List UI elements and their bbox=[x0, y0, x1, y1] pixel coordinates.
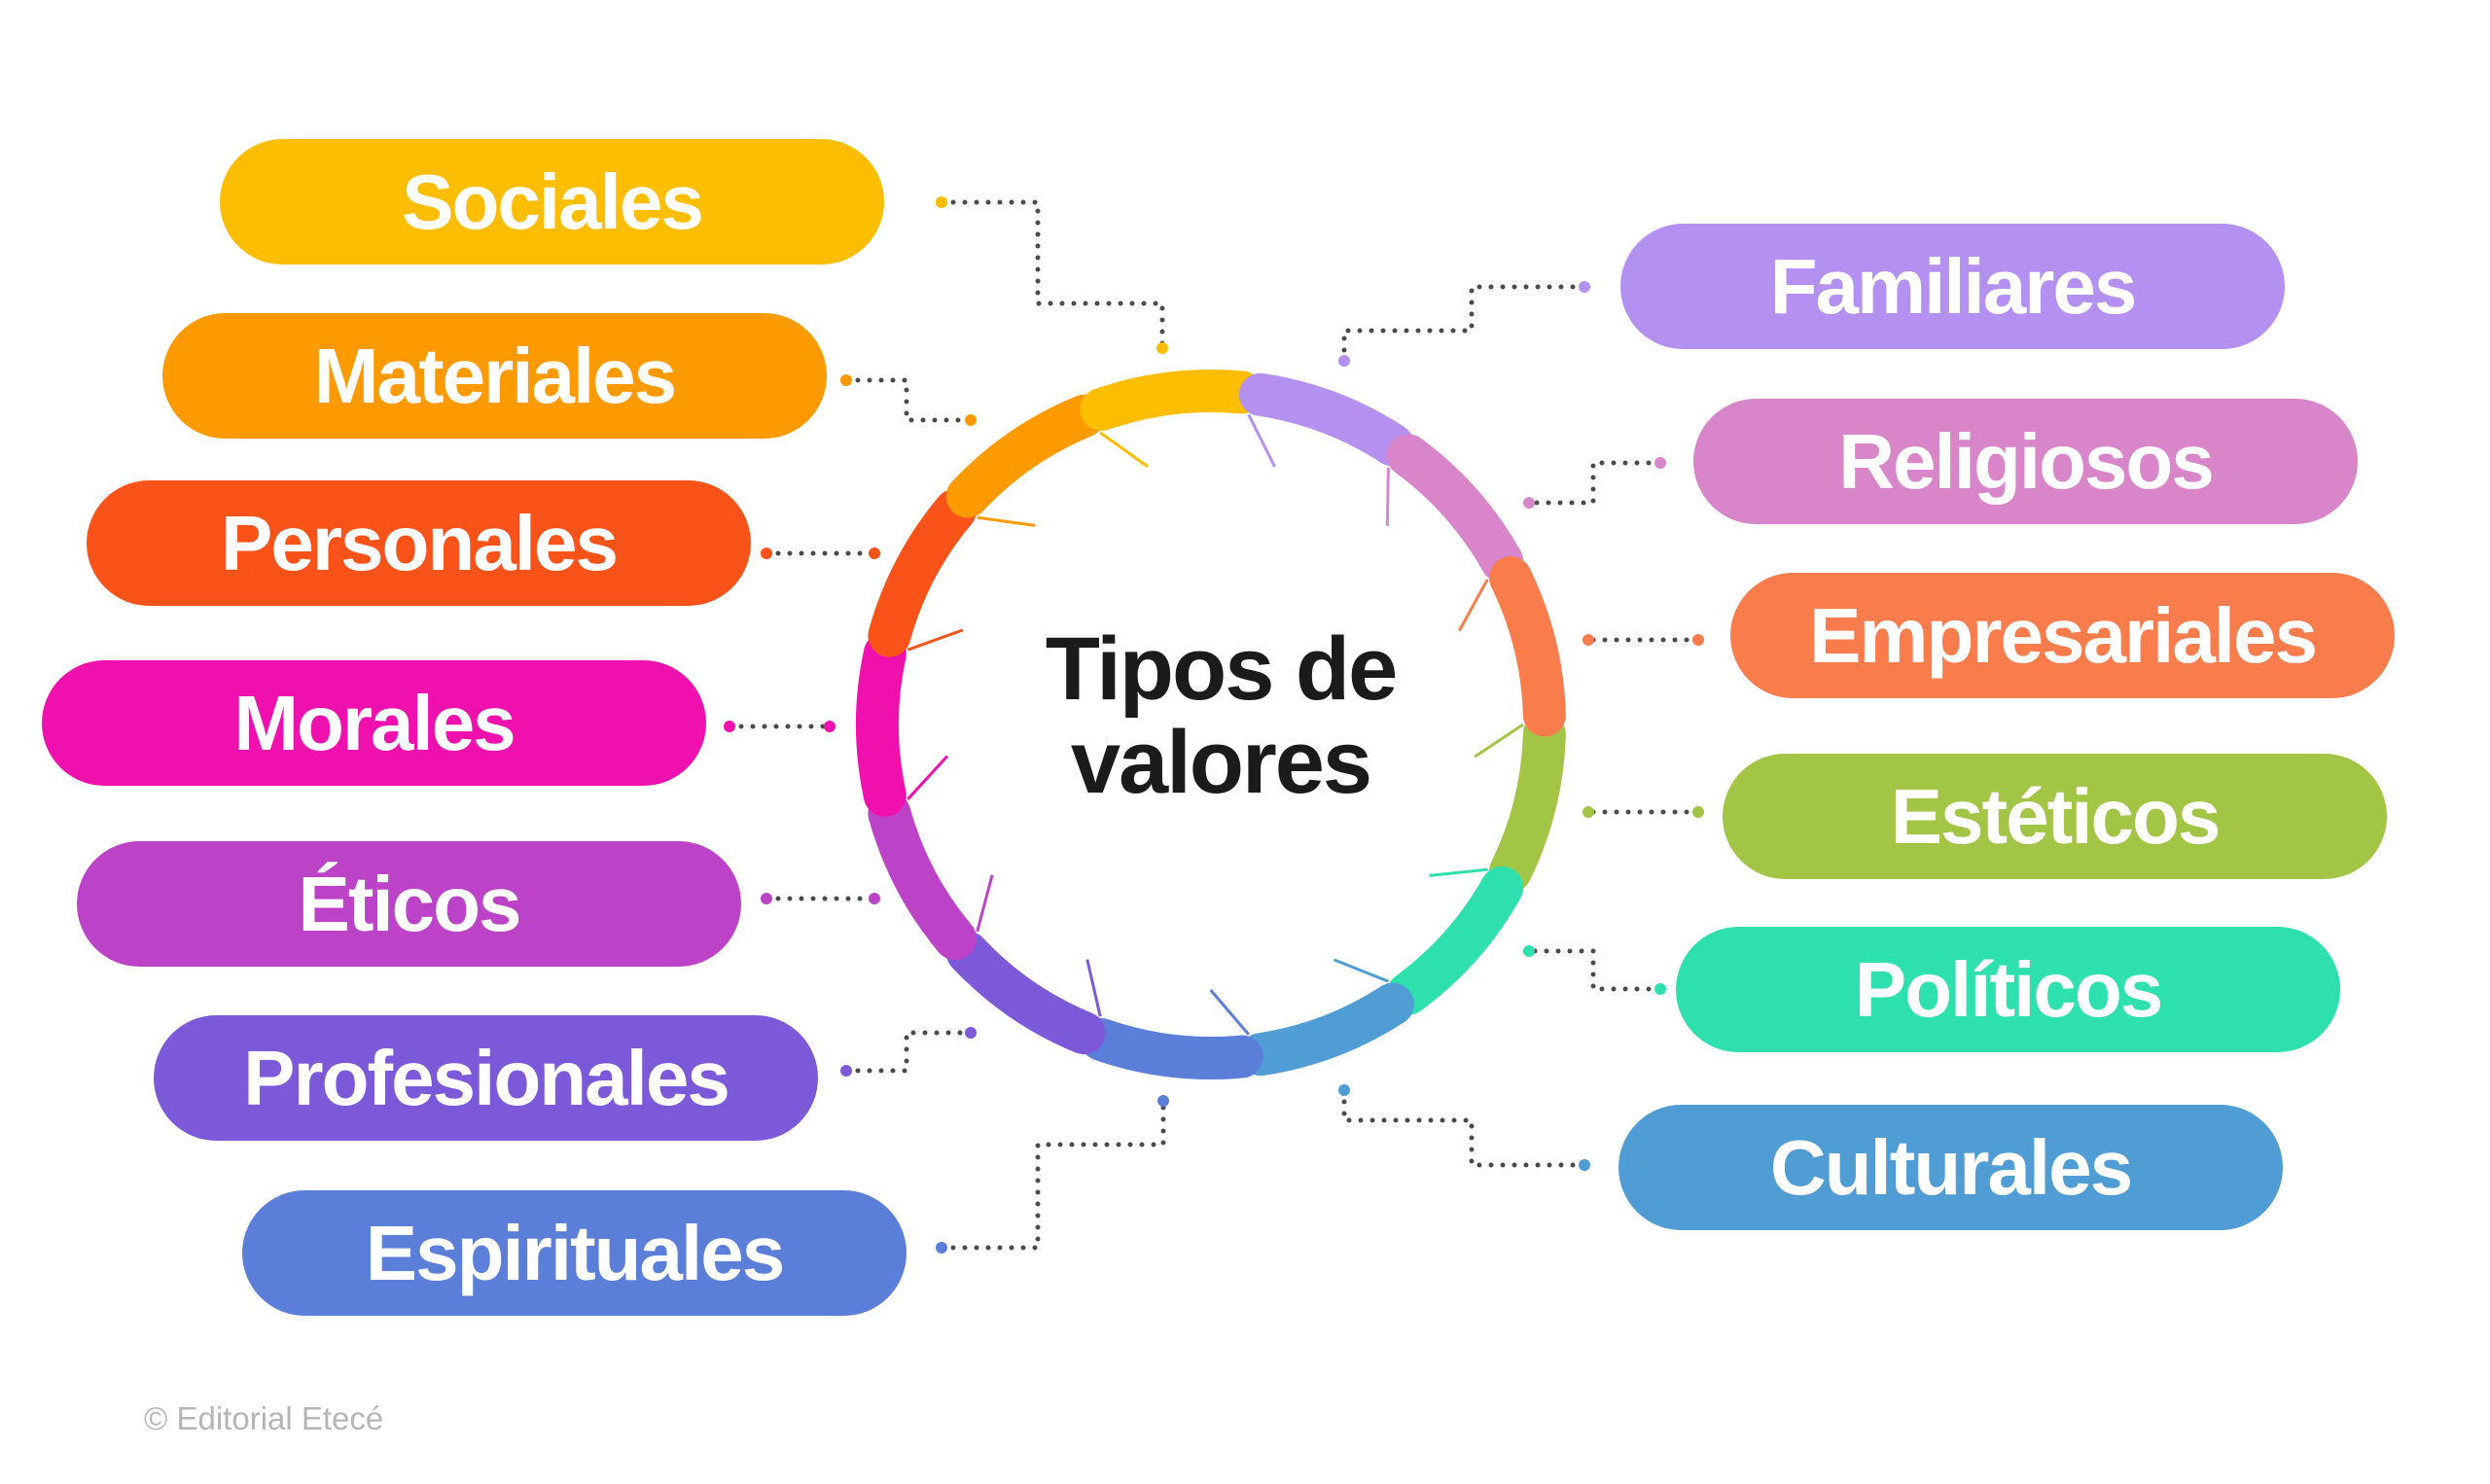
ring-segment-culturales bbox=[1238, 982, 1414, 1077]
title-line-2: valores bbox=[1070, 713, 1372, 812]
segment-arrow-icon bbox=[1474, 723, 1524, 759]
connector-dot bbox=[761, 548, 772, 559]
category-pill-sociales: Sociales bbox=[220, 139, 884, 265]
ring-segment-profesionales bbox=[945, 931, 1106, 1055]
connector-dot bbox=[1654, 457, 1666, 469]
category-label: Religiosos bbox=[1838, 417, 2215, 505]
connector-dot bbox=[840, 374, 852, 386]
connector-dot bbox=[1156, 342, 1168, 354]
category-label: Espirituales bbox=[365, 1209, 786, 1296]
connector-dot bbox=[824, 721, 836, 732]
category-label: Familiares bbox=[1769, 242, 2138, 330]
connector-dot bbox=[1338, 355, 1350, 367]
category-label: Culturales bbox=[1769, 1123, 2133, 1211]
dotted-connector bbox=[1526, 948, 1663, 992]
ring-segment-políticos bbox=[1386, 866, 1524, 1015]
connector-dot bbox=[1692, 806, 1704, 818]
connector-dot bbox=[724, 721, 735, 732]
connector-dot bbox=[1523, 497, 1535, 509]
dotted-connector bbox=[1526, 460, 1663, 506]
segment-arrow-icon bbox=[907, 628, 964, 652]
connector-dot bbox=[1692, 634, 1704, 646]
dotted-connector bbox=[1341, 284, 1587, 364]
connector-dot bbox=[1579, 1159, 1590, 1171]
dotted-connector bbox=[843, 377, 974, 423]
segment-arrow-icon bbox=[977, 515, 1036, 527]
category-label: Sociales bbox=[402, 158, 704, 245]
category-pill-empresariales: Empresariales bbox=[1730, 573, 2395, 698]
copyright-credit: © Editorial Etecé bbox=[144, 1400, 384, 1436]
connector-dot bbox=[761, 893, 772, 904]
title-line-1: Tipos de bbox=[1045, 619, 1399, 719]
connector-dot bbox=[840, 1065, 852, 1077]
category-label: Materiales bbox=[313, 332, 677, 419]
category-pill-esteticos: Estéticos bbox=[1723, 754, 2387, 879]
category-pill-espirituales: Espirituales bbox=[242, 1190, 907, 1316]
segment-arrow-icon bbox=[1385, 467, 1390, 526]
category-pill-profesionales: Profesionales bbox=[154, 1015, 818, 1141]
connector-dot bbox=[1523, 945, 1535, 957]
segment-arrow-icon bbox=[1458, 579, 1489, 632]
segment-arrow-icon bbox=[1247, 413, 1277, 468]
dotted-connector bbox=[939, 199, 1165, 351]
dotted-connector bbox=[939, 1098, 1166, 1251]
category-pill-morales: Morales bbox=[42, 660, 706, 786]
connector-dot bbox=[1583, 806, 1594, 818]
connector-dot bbox=[1579, 281, 1590, 293]
connector-dot bbox=[1157, 1095, 1169, 1107]
connector-dot bbox=[965, 414, 977, 426]
center-title: Tipos de valores bbox=[978, 622, 1464, 809]
dotted-connector bbox=[1341, 1087, 1587, 1168]
category-label: Personales bbox=[221, 499, 619, 586]
connector-dot bbox=[869, 548, 880, 559]
ring-segment-materiales bbox=[945, 394, 1106, 518]
connector-dot bbox=[1654, 983, 1666, 995]
category-label: Políticos bbox=[1854, 945, 2163, 1033]
ring-segment-éticos bbox=[868, 792, 978, 961]
segment-arrow-icon bbox=[1429, 867, 1488, 877]
category-label: Estéticos bbox=[1890, 772, 2222, 860]
connector-dot bbox=[936, 196, 947, 208]
category-pill-materiales: Materiales bbox=[162, 313, 827, 439]
ring-segment-religiosos bbox=[1386, 434, 1524, 583]
connector-dot bbox=[936, 1242, 947, 1254]
category-pill-culturales: Culturales bbox=[1618, 1105, 2283, 1230]
ring-segment-personales bbox=[868, 488, 978, 657]
connector-dot bbox=[965, 1027, 977, 1039]
category-pill-personales: Personales bbox=[87, 480, 751, 606]
category-pill-religiosos: Religiosos bbox=[1693, 399, 2358, 524]
ring-segment-espirituales bbox=[1080, 1017, 1263, 1079]
ring-segment-empresariales bbox=[1489, 556, 1566, 737]
ring-segment-estéticos bbox=[1489, 712, 1566, 893]
segment-arrow-icon bbox=[1209, 989, 1250, 1036]
ring-segment-morales bbox=[856, 632, 907, 817]
segment-arrow-icon bbox=[1085, 959, 1102, 1017]
segment-arrow-icon bbox=[1333, 958, 1389, 983]
category-label: Éticos bbox=[298, 860, 521, 947]
connector-dot bbox=[869, 893, 880, 904]
segment-arrow-icon bbox=[1099, 431, 1149, 469]
segment-arrow-icon bbox=[907, 755, 949, 800]
dotted-connector bbox=[843, 1030, 974, 1074]
ring-segment-familiares bbox=[1238, 372, 1414, 467]
category-pill-familiares: Familiares bbox=[1620, 224, 2285, 349]
ring-segment-sociales bbox=[1080, 370, 1263, 432]
category-pill-politicos: Políticos bbox=[1676, 927, 2340, 1052]
category-label: Morales bbox=[233, 679, 516, 766]
category-label: Empresariales bbox=[1808, 591, 2318, 679]
connector-dot bbox=[1583, 634, 1594, 646]
segment-arrow-icon bbox=[976, 874, 994, 933]
category-pill-eticos: Éticos bbox=[77, 841, 741, 967]
connector-dot bbox=[1338, 1084, 1350, 1096]
category-label: Profesionales bbox=[243, 1034, 730, 1121]
